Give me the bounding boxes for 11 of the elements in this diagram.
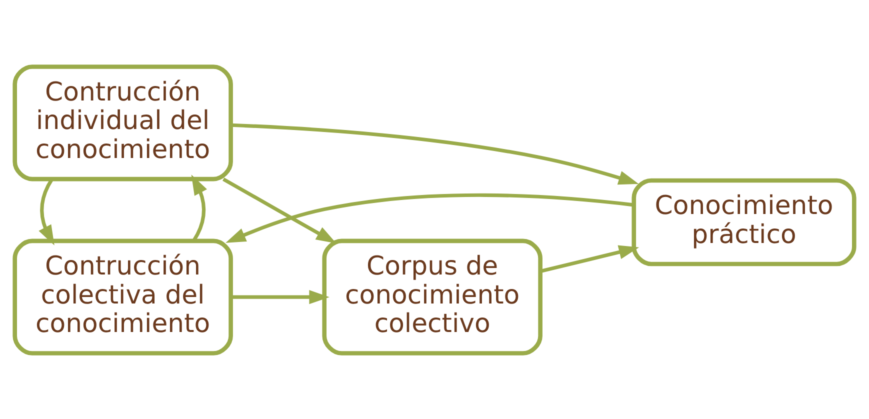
node-box: Contrucción colectiva del conocimiento: [12, 238, 233, 355]
arrow: [231, 122, 639, 184]
arrow: [226, 192, 634, 242]
node-box: Contrucción individual del conocimiento: [12, 64, 233, 181]
arrow: [540, 244, 640, 272]
arrow: [231, 290, 330, 304]
arrow: [191, 174, 207, 242]
arrow: [222, 177, 336, 243]
arrow: [38, 178, 54, 245]
node-box: Corpus de conocimiento colectivo: [322, 238, 542, 355]
node-box: Conocimiento práctico: [632, 178, 856, 266]
